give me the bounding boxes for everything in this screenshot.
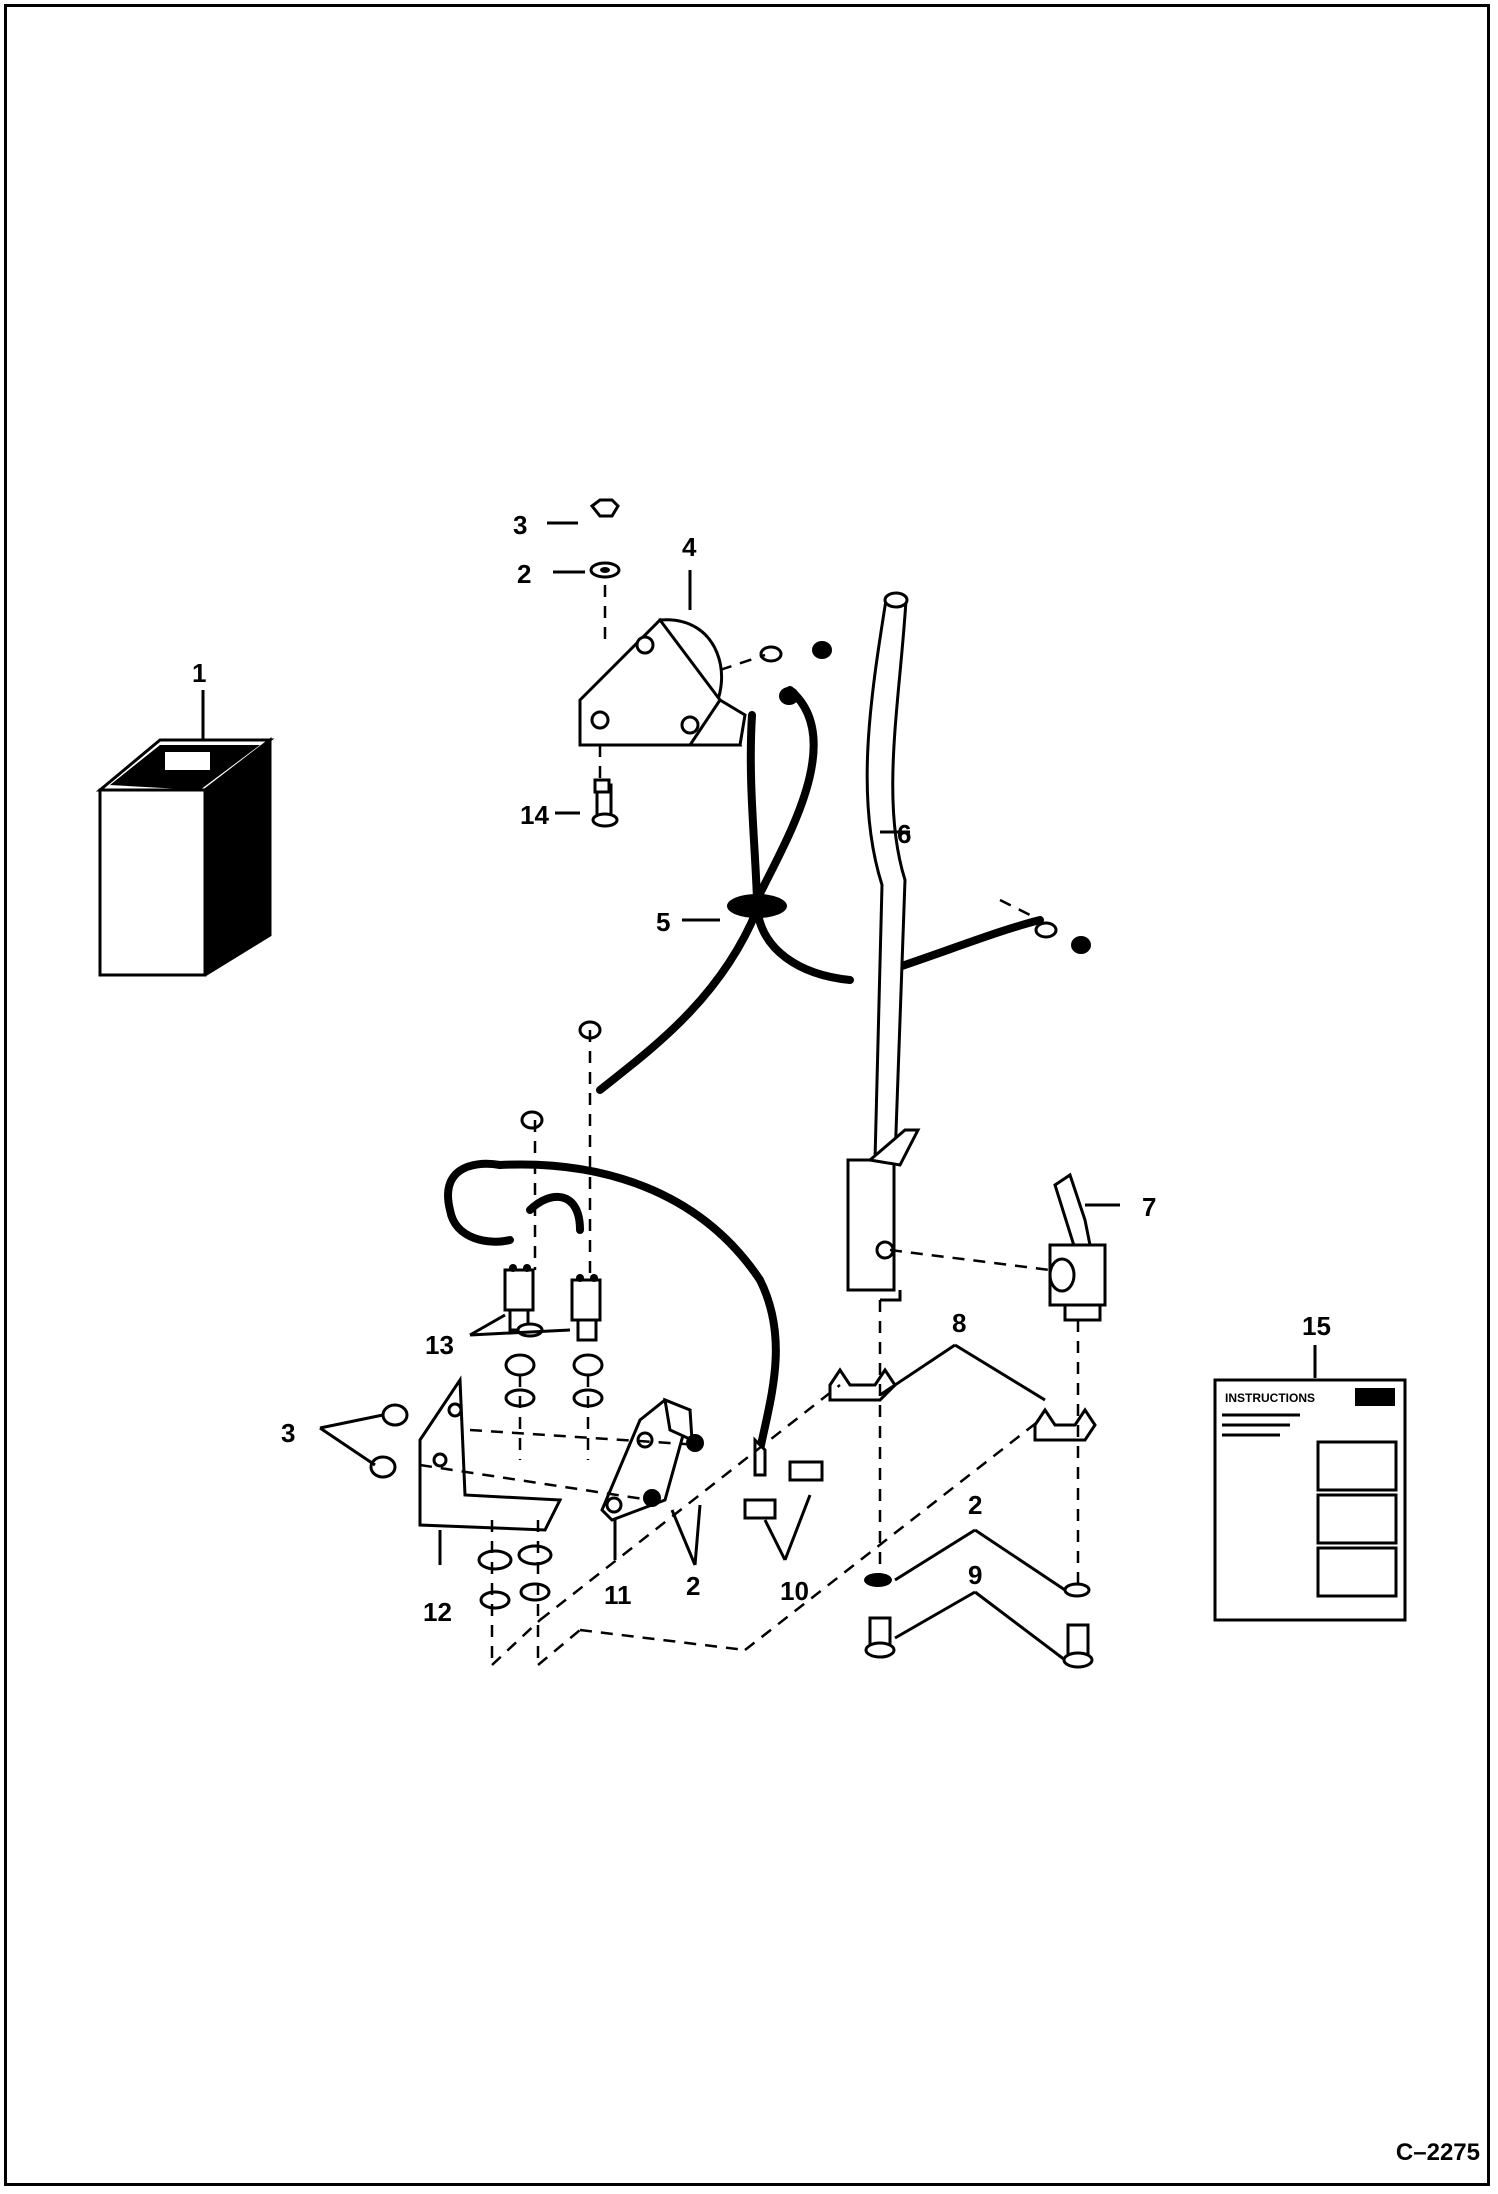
part-1-battery	[95, 736, 275, 977]
assembly-dashes	[419, 585, 1080, 1666]
callout-1: 1	[192, 658, 206, 688]
callout-3-bottom: 3	[281, 1418, 295, 1448]
callout-8: 8	[952, 1308, 966, 1338]
part-11-bracket	[600, 1397, 694, 1522]
callout-6: 6	[897, 819, 911, 849]
callout-11: 11	[604, 1580, 632, 1610]
part-6-lever	[846, 591, 921, 1302]
decal-heading: INSTRUCTIONS	[1225, 1391, 1315, 1405]
callout-2-right: 2	[968, 1490, 982, 1520]
callout-7: 7	[1142, 1192, 1156, 1222]
callout-3-top: 3	[513, 510, 527, 540]
callout-9: 9	[968, 1560, 982, 1590]
hardware	[369, 498, 1094, 1669]
callouts: 1 3 2 4 14 5 6 7 8 15 13 3 2 9 2 10 11 1…	[192, 510, 1331, 1627]
part-15-decal: INSTRUCTIONS	[1213, 1378, 1407, 1622]
wire-harness	[444, 686, 1044, 1454]
callout-2-top: 2	[517, 559, 531, 589]
figure-code: C–2275	[1396, 2139, 1480, 2166]
callout-2-middle: 2	[686, 1571, 700, 1601]
part-7-latch	[1048, 1172, 1107, 1322]
callout-14: 14	[520, 800, 549, 830]
leader-lines	[201, 521, 1317, 1662]
callout-4: 4	[682, 532, 697, 562]
callout-10: 10	[780, 1576, 809, 1606]
part-12-bracket	[418, 1375, 563, 1532]
callout-12: 12	[423, 1597, 452, 1627]
part-13-switches	[503, 1264, 602, 1342]
part-8-brackets	[828, 1367, 1097, 1442]
callout-5: 5	[656, 907, 670, 937]
callout-13: 13	[425, 1330, 454, 1360]
diagram-frame	[4, 4, 1490, 2186]
callout-15: 15	[1302, 1311, 1331, 1341]
part-4-horn	[578, 617, 747, 747]
